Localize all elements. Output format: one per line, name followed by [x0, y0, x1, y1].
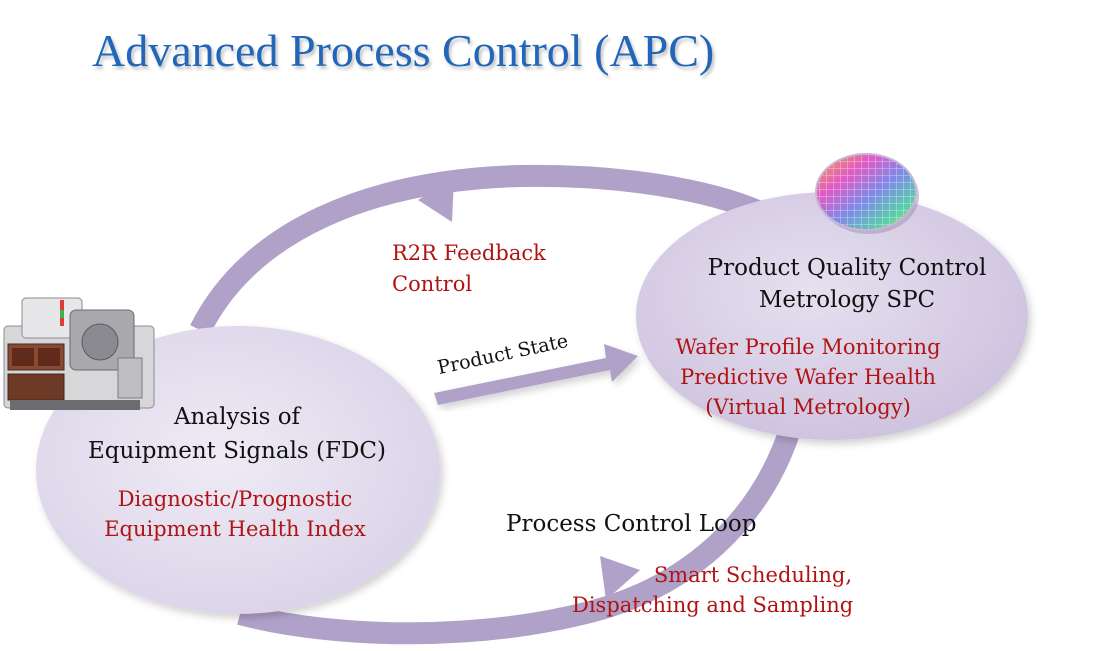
process-control-loop-label: Process Control Loop	[506, 511, 757, 537]
equipment-detail-line2: Equipment Health Index	[104, 517, 366, 541]
wafer-icon	[815, 153, 919, 234]
scheduling-line2: Dispatching and Sampling	[572, 593, 854, 617]
process-loop-band	[237, 426, 801, 645]
feedback-label: R2R Feedback Control	[392, 238, 546, 300]
quality-control-bubble	[636, 192, 1028, 440]
quality-control-details: Wafer Profile Monitoring Predictive Wafe…	[658, 332, 958, 422]
feedback-label-line2: Control	[392, 272, 473, 296]
product-state-arrow	[434, 344, 638, 405]
process-loop-arrowhead	[600, 556, 640, 600]
equipment-heading-line1: Analysis of	[173, 404, 301, 430]
feedback-label-line1: R2R Feedback	[392, 241, 546, 265]
quality-detail-line2: Predictive Wafer Health	[680, 365, 936, 389]
quality-heading-line1: Product Quality Control	[707, 255, 987, 281]
quality-control-heading: Product Quality Control Metrology SPC	[676, 252, 1018, 316]
quality-detail-line3: (Virtual Metrology)	[705, 395, 911, 419]
quality-heading-line2: Metrology SPC	[758, 287, 936, 313]
scheduling-line1: Smart Scheduling,	[653, 563, 852, 587]
quality-detail-line1: Wafer Profile Monitoring	[675, 335, 941, 359]
equipment-tool-icon	[3, 297, 155, 410]
feedback-loop-band	[190, 164, 765, 335]
equipment-analysis-details: Diagnostic/Prognostic Equipment Health I…	[92, 484, 378, 544]
scheduling-label: Smart Scheduling, Dispatching and Sampli…	[572, 560, 854, 620]
page-title: Advanced Process Control (APC)	[92, 25, 715, 76]
equipment-heading-line2: Equipment Signals (FDC)	[88, 438, 386, 464]
equipment-detail-line1: Diagnostic/Prognostic	[117, 487, 353, 511]
equipment-analysis-heading: Analysis of Equipment Signals (FDC)	[82, 400, 392, 468]
feedback-arrowhead	[418, 178, 454, 222]
